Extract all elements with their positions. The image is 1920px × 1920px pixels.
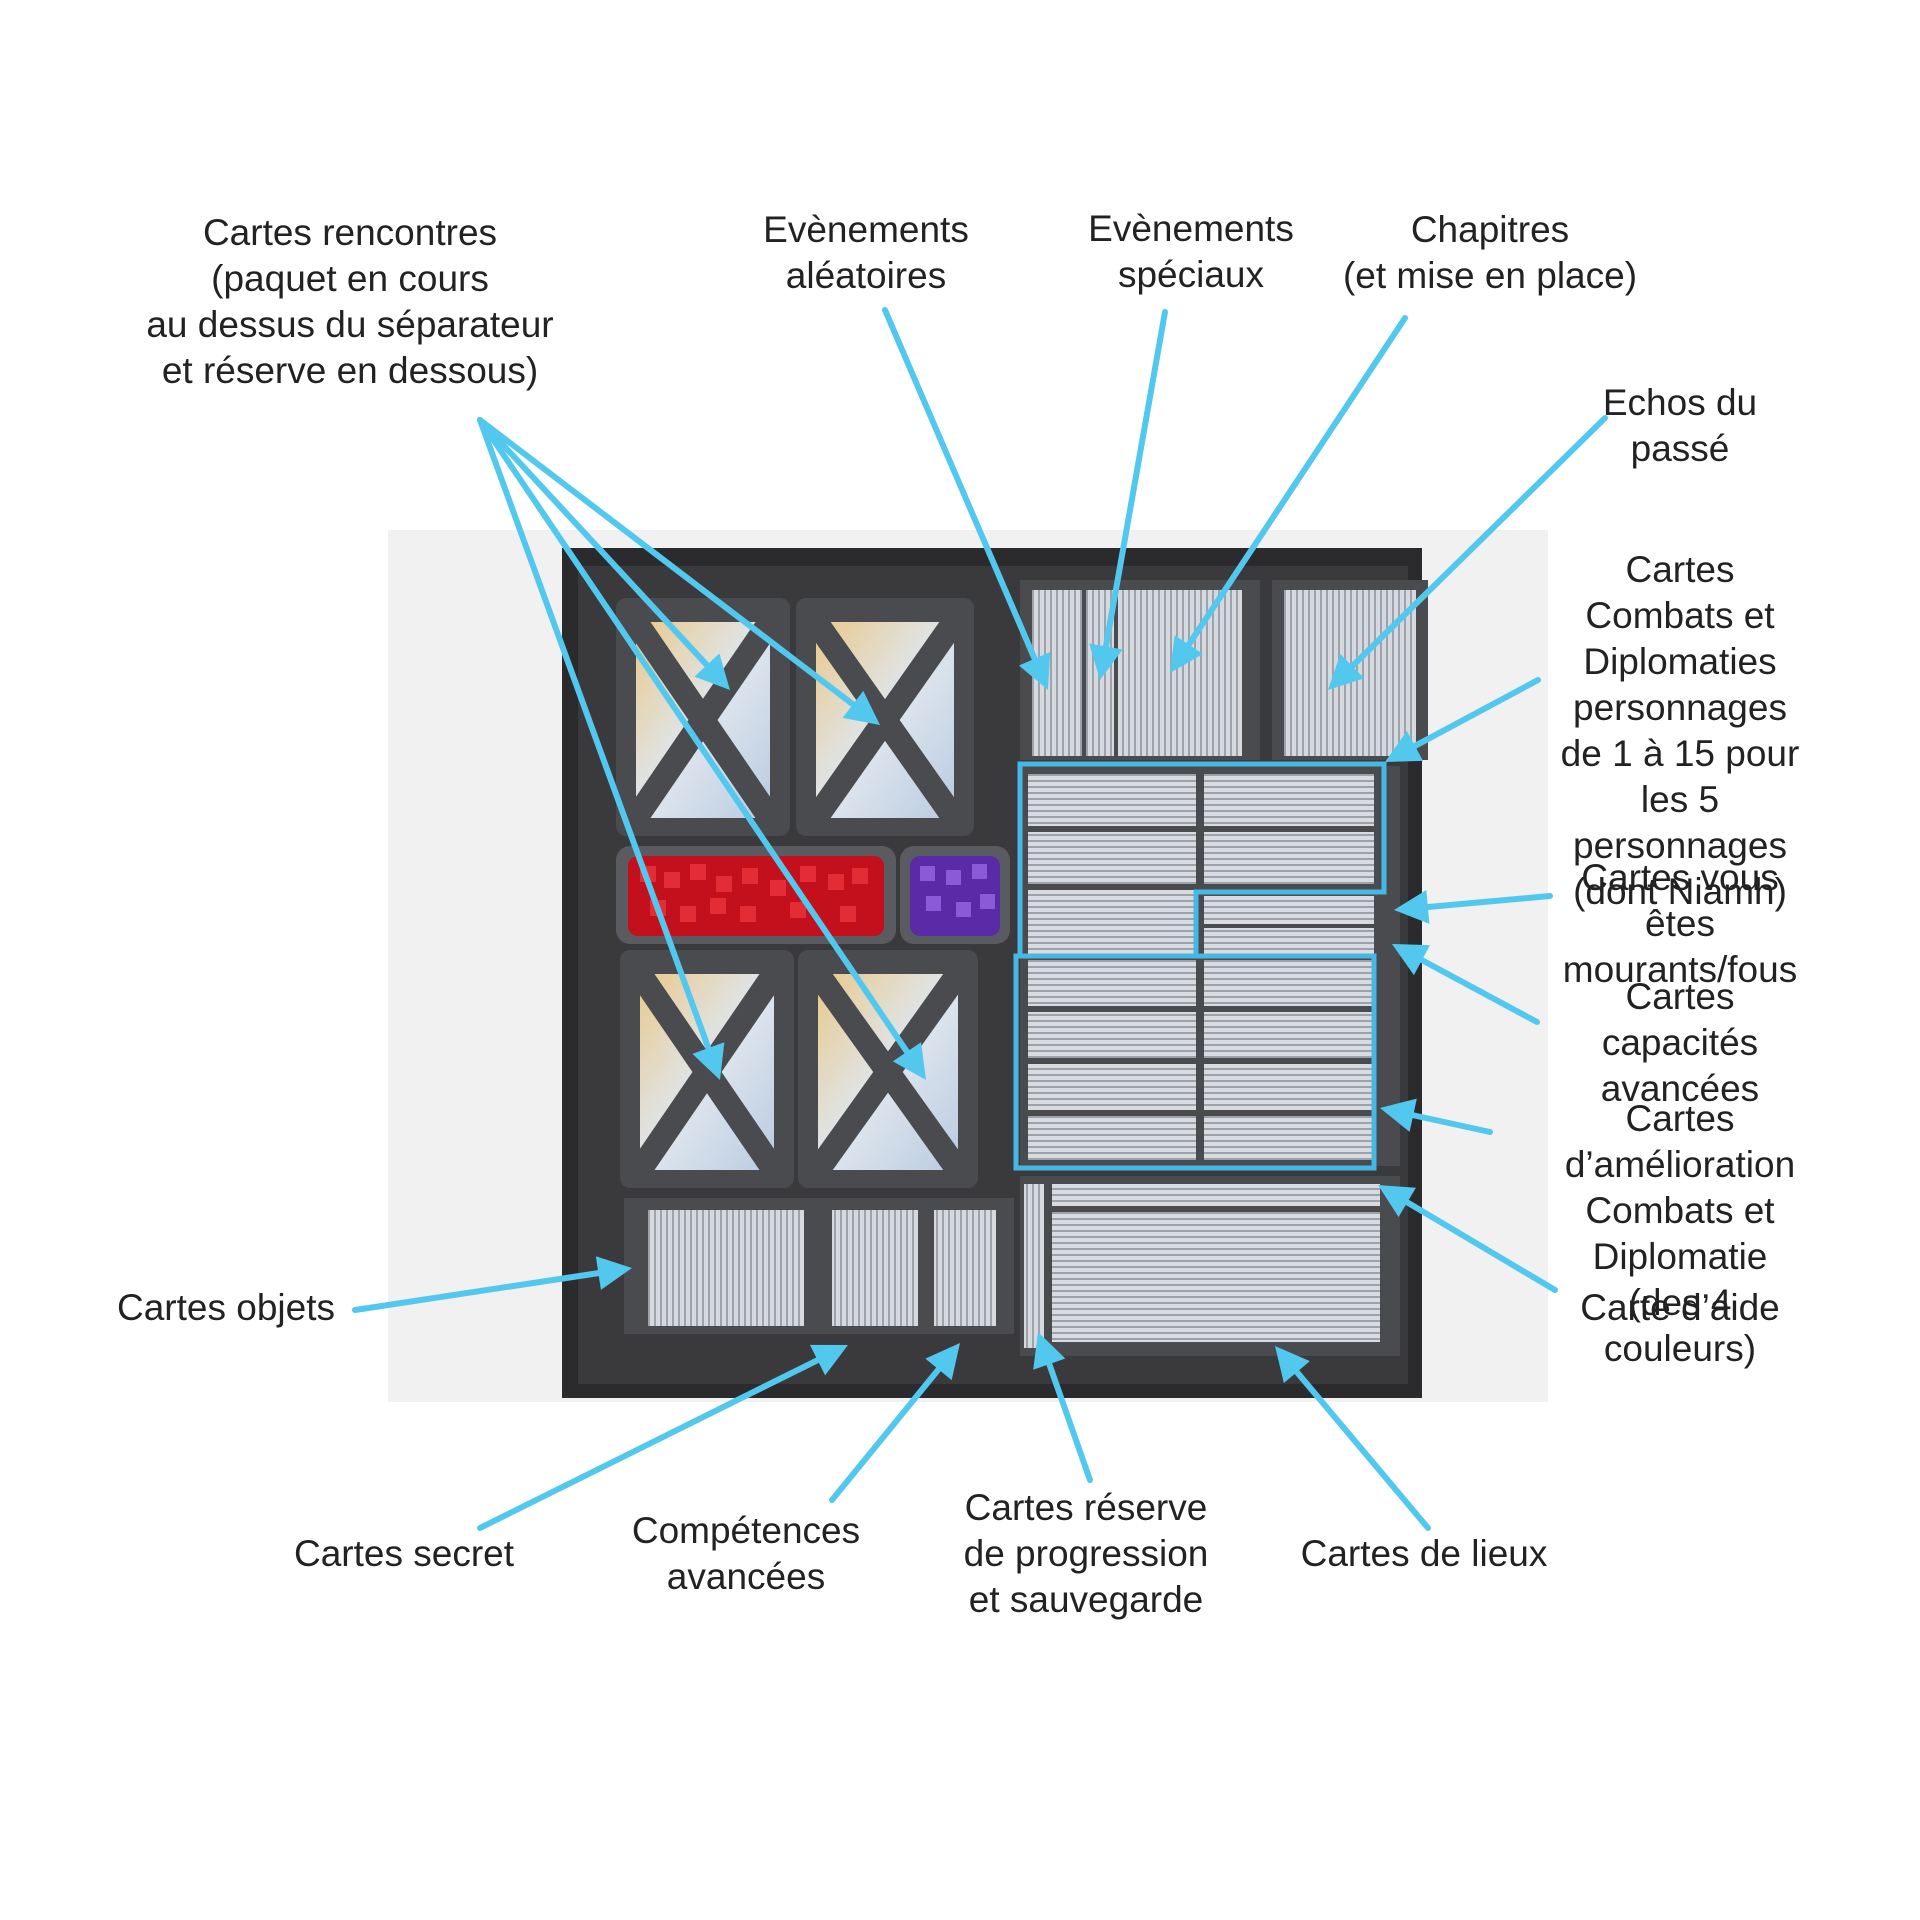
- arrow-competences: [829, 1343, 960, 1503]
- encounter-holder-top-right: [796, 598, 974, 836]
- highlight-amelioration: [1013, 953, 1377, 1171]
- label-evenements-aleatoires: Evènements aléatoires: [763, 209, 969, 296]
- arrow-lieux: [1275, 1346, 1431, 1531]
- label-evenements-speciaux: Evènements spéciaux: [1088, 208, 1294, 295]
- label-combats-diplomaties: Cartes Combats et Diplomaties personnage…: [1560, 549, 1800, 912]
- arrow-reserve: [1033, 1332, 1093, 1483]
- arrow-objets: [352, 1256, 632, 1313]
- arrow-rencontres-4: [477, 417, 926, 1080]
- arrow-aide: [1378, 1185, 1558, 1293]
- label-cartes-lieux: Cartes de lieux: [1300, 1533, 1548, 1574]
- arrow-rencontres-3: [477, 417, 725, 1080]
- arrow-echos: [1328, 415, 1608, 690]
- arrow-rencontres-2: [477, 417, 880, 725]
- label-capacites-avancees: Cartes capacités avancées: [1600, 976, 1760, 1109]
- arrow-evenements-speciaux: [1089, 309, 1168, 680]
- arrow-secret: [477, 1344, 848, 1531]
- label-cartes-secret: Cartes secret: [293, 1533, 515, 1574]
- label-competences-avancees: Compétences avancées: [631, 1510, 861, 1597]
- label-cartes-objets: Cartes objets: [117, 1287, 335, 1328]
- label-cartes-reserve: Cartes réserve de progression et sauvega…: [963, 1487, 1209, 1620]
- top-card-stacks: [1020, 580, 1428, 760]
- label-carte-aide: Carte d’aide: [1580, 1287, 1780, 1328]
- bottom-card-decks: [624, 1176, 1400, 1356]
- label-cartes-rencontres: Cartes rencontres (paquet en cours au de…: [146, 212, 554, 391]
- arrow-rencontres-1: [477, 417, 730, 690]
- label-echos-du-passe: Echos du passé: [1602, 382, 1758, 469]
- purple-token-tray: [900, 846, 1010, 944]
- label-chapitres: Chapitres (et mise en place): [1342, 209, 1638, 296]
- encounter-holder-top-left: [616, 598, 790, 836]
- label-amelioration: Cartes d’amélioration Combats et Diploma…: [1564, 1098, 1796, 1369]
- arrow-mourants: [1394, 890, 1553, 924]
- red-token-tray: [616, 846, 896, 944]
- encounter-holder-bottom-right: [798, 950, 978, 1188]
- arrow-amelioration: [1380, 1098, 1493, 1135]
- arrow-combats-diplomaties: [1385, 677, 1541, 762]
- label-mourants-fous: Cartes vous êtes mourants/fous: [1562, 857, 1798, 990]
- encounter-holder-bottom-left: [620, 950, 794, 1188]
- arrow-capacites: [1392, 944, 1540, 1025]
- card-drawer-grid: [1020, 766, 1400, 1166]
- arrow-chapitres: [1170, 315, 1408, 673]
- arrow-evenements-aleatoires: [882, 307, 1051, 690]
